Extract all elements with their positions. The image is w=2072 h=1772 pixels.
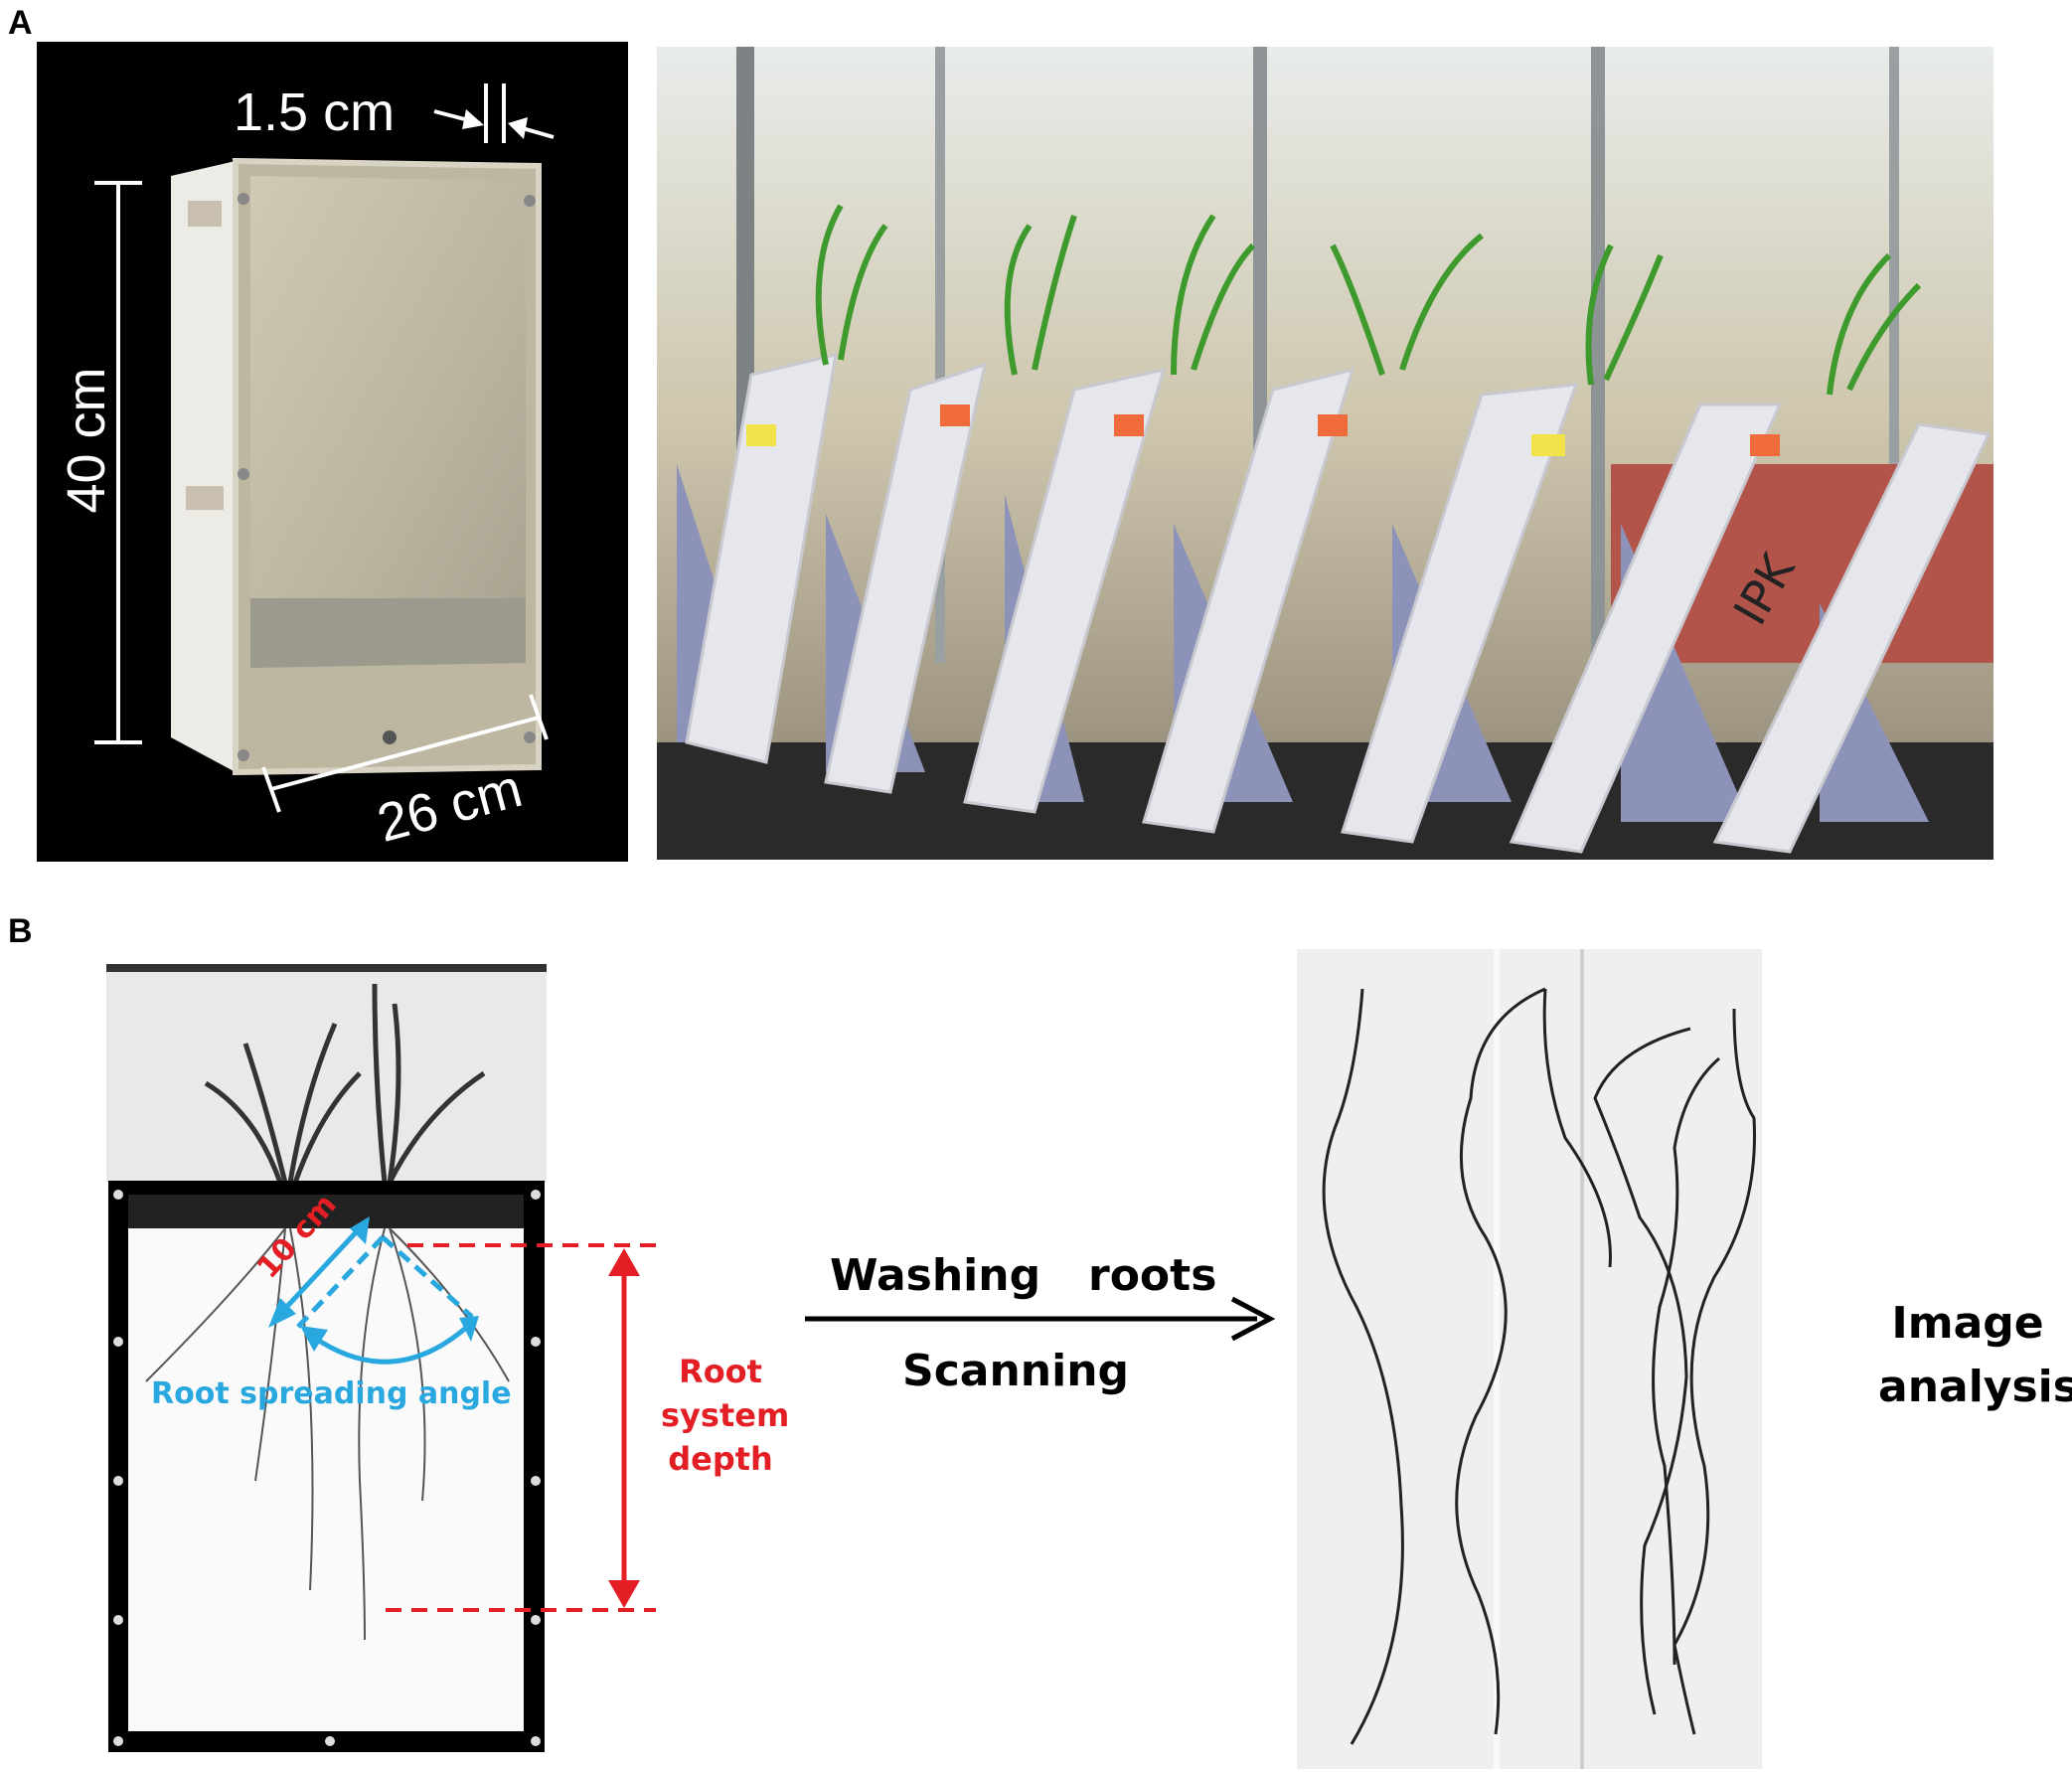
image-analysis-label: Image analysis <box>1878 1292 2072 1419</box>
roots-label: roots <box>1088 1250 1217 1301</box>
thickness-label: 1.5 cm <box>234 82 396 142</box>
analysis-line2: analysis <box>1878 1362 2072 1412</box>
root-system-depth-label: Root system depth <box>661 1350 790 1481</box>
panel-label-b: B <box>8 912 33 950</box>
panel-label-a: A <box>8 4 33 42</box>
scanning-label: Scanning <box>902 1346 1130 1396</box>
rhizobox-photo: 1.5 cm 40 cm 26 cm <box>37 42 628 862</box>
depth-label-line1: Root <box>679 1353 762 1390</box>
scanned-roots-illustration <box>1322 949 1756 1769</box>
washing-label: Washing <box>830 1250 1041 1301</box>
root-box-photo <box>106 964 547 1754</box>
depth-label-line3: depth <box>668 1440 773 1478</box>
height-label: 40 cm <box>57 367 116 514</box>
root-box-illustration <box>106 964 547 1752</box>
spreading-angle-label: Root spreading angle <box>151 1376 512 1411</box>
rhizobox-illustration <box>94 83 555 813</box>
depth-label-line2: system <box>661 1396 790 1434</box>
scanned-roots-image <box>1297 949 1762 1769</box>
greenhouse-photo: IPK <box>657 47 1993 860</box>
analysis-line1: Image <box>1891 1298 2044 1349</box>
greenhouse-illustration: IPK <box>657 47 1993 860</box>
